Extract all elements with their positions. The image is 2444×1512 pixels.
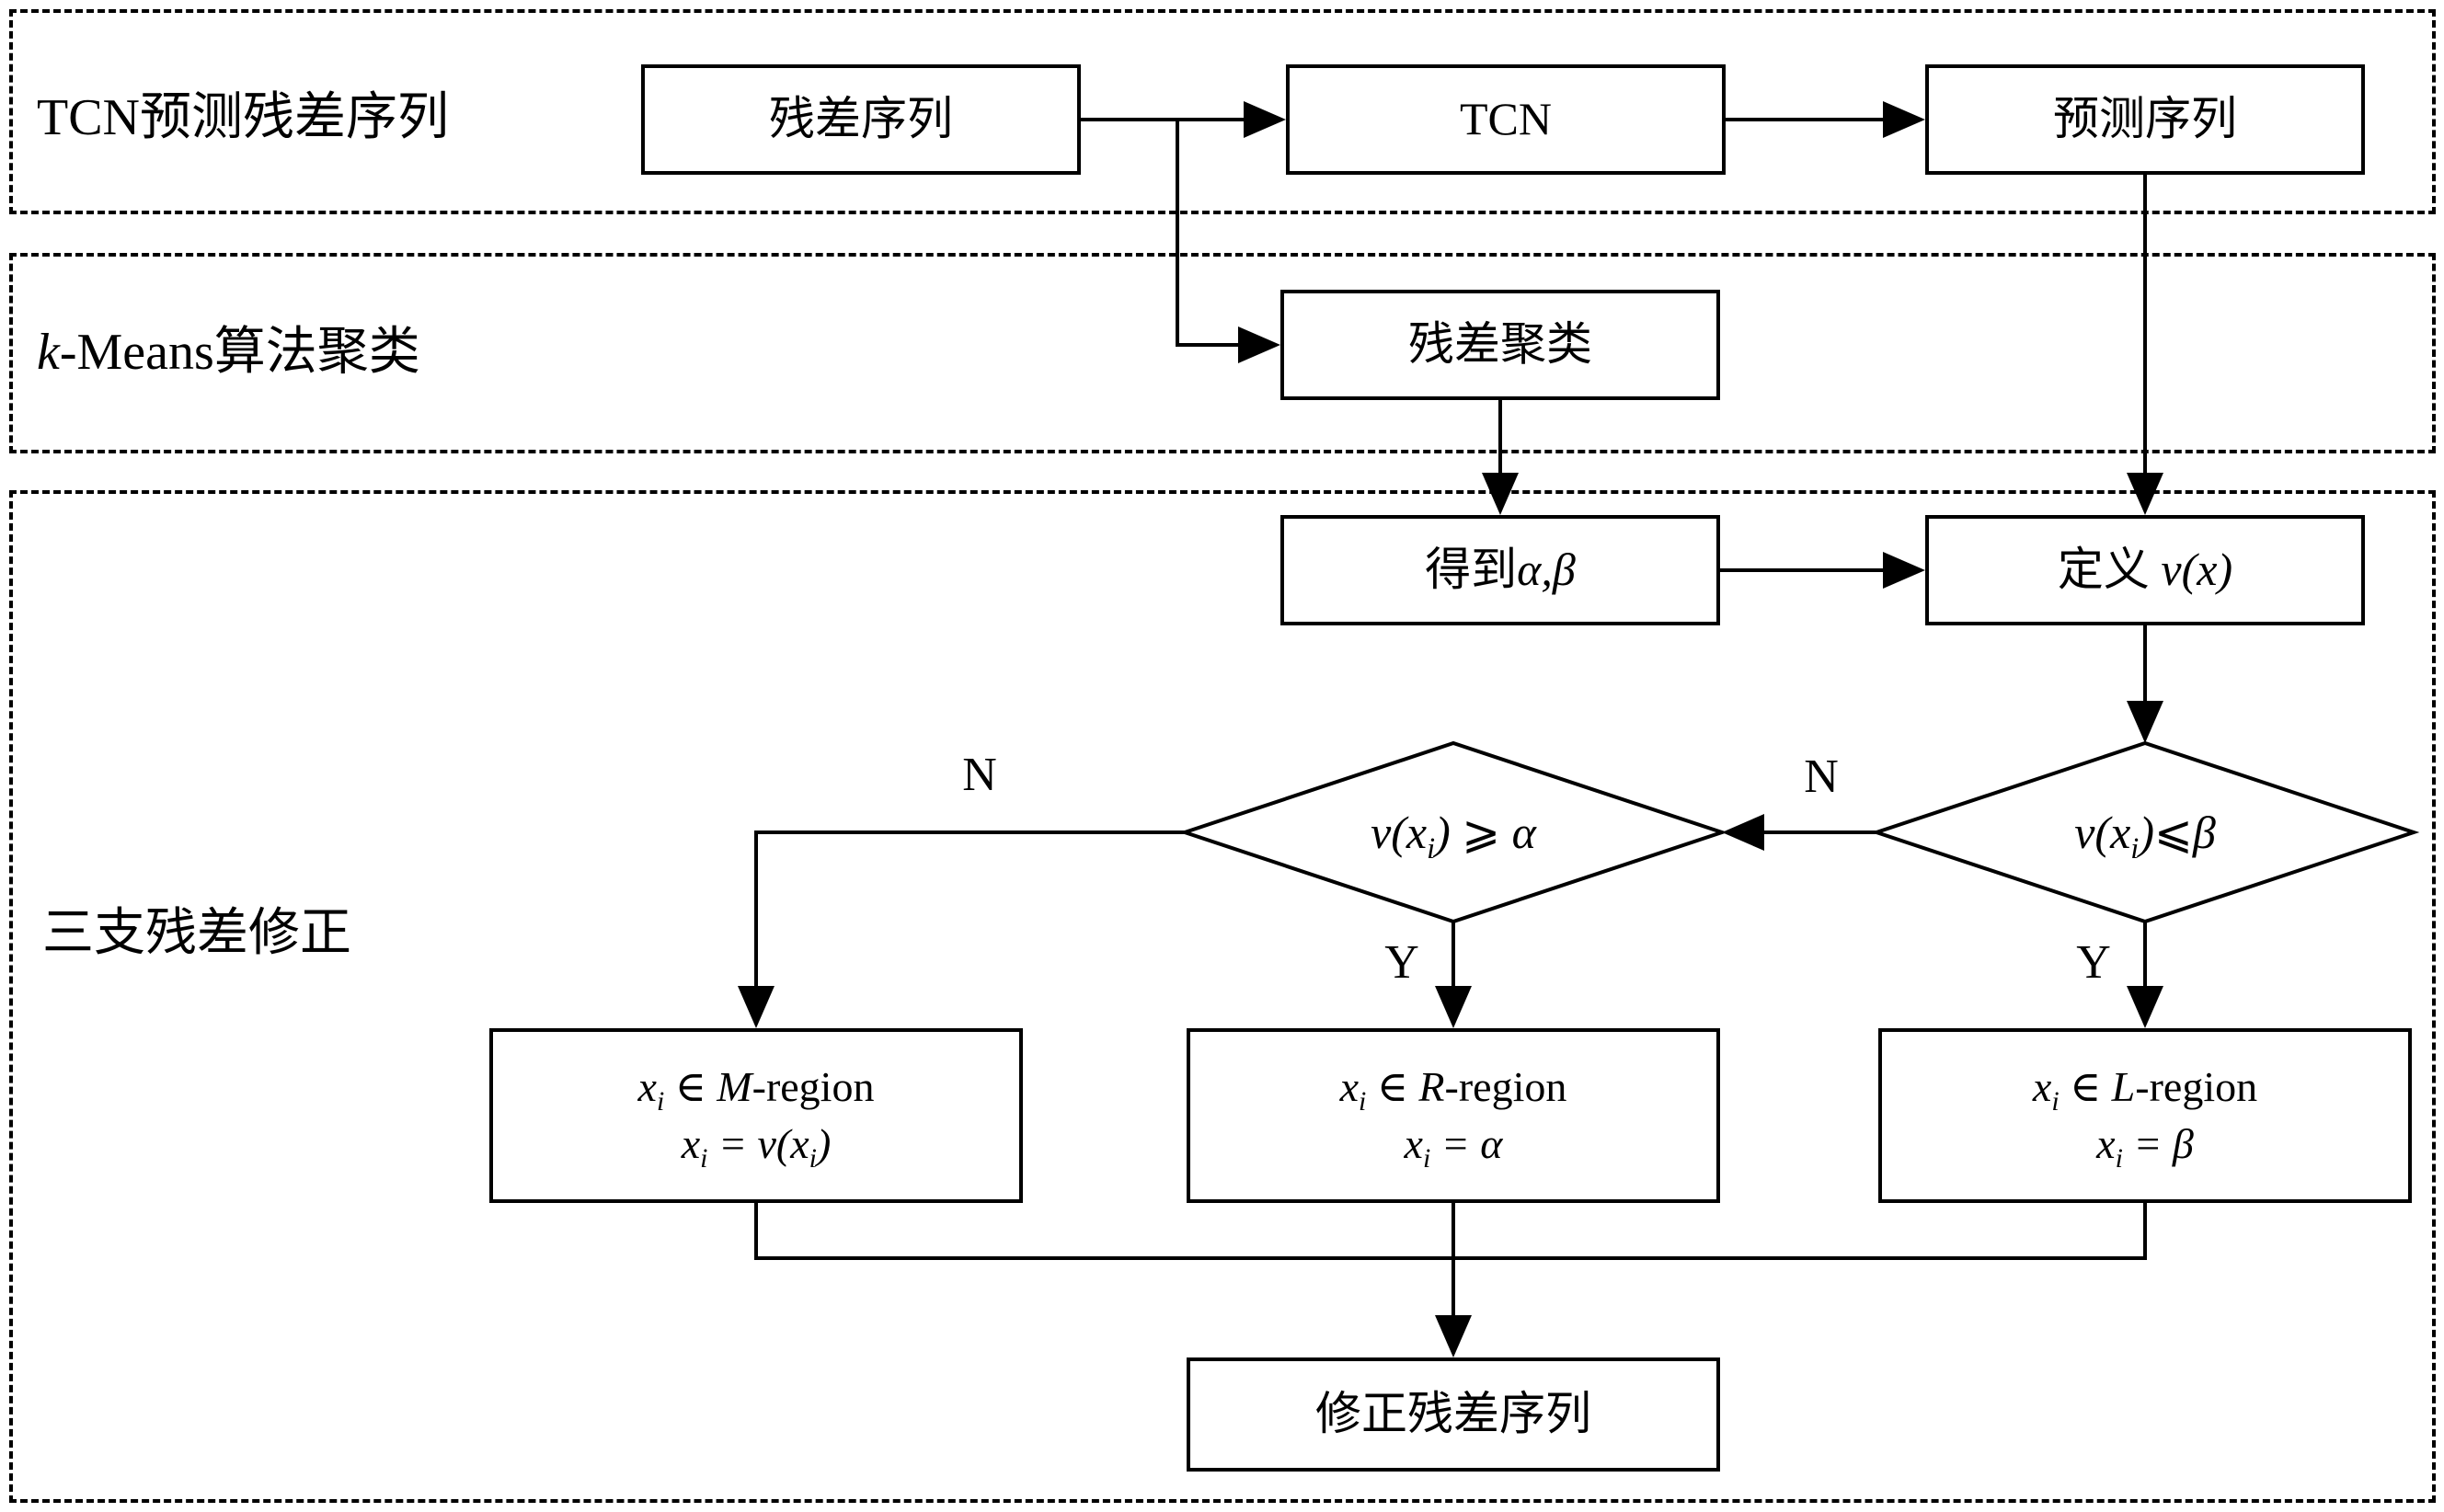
arrowhead-to-define-top bbox=[2127, 473, 2163, 515]
arrowhead-to-beta-diamond bbox=[2127, 701, 2163, 743]
section-label-kmeans: k-Means算法聚类 bbox=[37, 326, 420, 378]
define-v-math: v(x) bbox=[2161, 544, 2233, 596]
arrowhead-to-pred bbox=[1883, 101, 1925, 138]
arrowhead-to-clustering bbox=[1238, 326, 1280, 363]
merge-connector bbox=[754, 1203, 2147, 1260]
edge-label-n-alpha: N bbox=[962, 749, 997, 801]
get-ab-math: α,β bbox=[1517, 544, 1576, 596]
box-l-region: xi ∈ L-region xi = β bbox=[1878, 1028, 2412, 1203]
decision-beta-label: v(xi)⩽β bbox=[2074, 807, 2216, 865]
arrowhead-to-define-left bbox=[1883, 552, 1925, 589]
edge-label-y-alpha: Y bbox=[1384, 936, 1419, 989]
m-region-math1: xi ∈ M bbox=[637, 1062, 752, 1117]
edge-label-n-beta: N bbox=[1804, 750, 1839, 803]
m-region-math2: xi = v(xi) bbox=[681, 1120, 832, 1174]
box-predicted-sequence: 预测序列 bbox=[1925, 64, 2365, 175]
decision-beta-diamond bbox=[1870, 740, 2420, 924]
box-get-alpha-beta: 得到α,β bbox=[1280, 515, 1720, 625]
l-region-text1: -region bbox=[2135, 1062, 2258, 1110]
decision-alpha-diamond bbox=[1178, 740, 1728, 924]
box-r-region: xi ∈ R-region xi = α bbox=[1187, 1028, 1720, 1203]
arrowhead-to-l-region bbox=[2127, 986, 2163, 1028]
box-corrected-residual-sequence: 修正残差序列 bbox=[1187, 1357, 1720, 1472]
arrowhead-to-tcn bbox=[1244, 101, 1286, 138]
box-residual-sequence: 残差序列 bbox=[641, 64, 1081, 175]
r-region-math2: xi = α bbox=[1404, 1120, 1503, 1174]
arrowhead-to-corrected bbox=[1435, 1315, 1472, 1357]
edge-label-y-beta: Y bbox=[2076, 936, 2111, 989]
kmeans-rest: -Means算法聚类 bbox=[59, 324, 420, 381]
section-label-three-way: 三支残差修正 bbox=[42, 905, 351, 962]
r-region-math1: xi ∈ R bbox=[1339, 1062, 1445, 1117]
arrowhead-to-getab-top bbox=[1482, 473, 1519, 515]
decision-alpha-label: v(xi) ⩾ α bbox=[1371, 807, 1536, 865]
box-residual-clustering: 残差聚类 bbox=[1280, 290, 1720, 400]
kmeans-k-italic: k bbox=[37, 324, 60, 381]
section-kmeans-clustering bbox=[9, 253, 2436, 453]
arrowhead-to-r-region bbox=[1435, 986, 1472, 1028]
m-region-text1: -region bbox=[752, 1062, 875, 1110]
box-m-region: xi ∈ M-region xi = v(xi) bbox=[489, 1028, 1023, 1203]
arrowhead-to-m-region bbox=[738, 986, 775, 1028]
section-label-tcn-prediction: TCN预测残差序列 bbox=[37, 89, 449, 146]
box-define-vx: 定义 v(x) bbox=[1925, 515, 2365, 625]
arrow-alpha-n-to-m-region bbox=[754, 830, 1185, 986]
define-v-zh: 定义 bbox=[2057, 544, 2162, 596]
section-three-way-correction bbox=[9, 490, 2436, 1503]
l-region-math1: xi ∈ L bbox=[2032, 1062, 2136, 1117]
section-tcn-prediction bbox=[9, 9, 2436, 214]
arrow-branch-to-clustering bbox=[1176, 120, 1238, 347]
get-ab-zh: 得到 bbox=[1425, 544, 1518, 596]
arrowhead-to-alpha-diamond bbox=[1722, 814, 1764, 851]
r-region-text1: -region bbox=[1444, 1062, 1567, 1110]
l-region-math2: xi = β bbox=[2096, 1120, 2194, 1174]
box-tcn: TCN bbox=[1286, 64, 1726, 175]
